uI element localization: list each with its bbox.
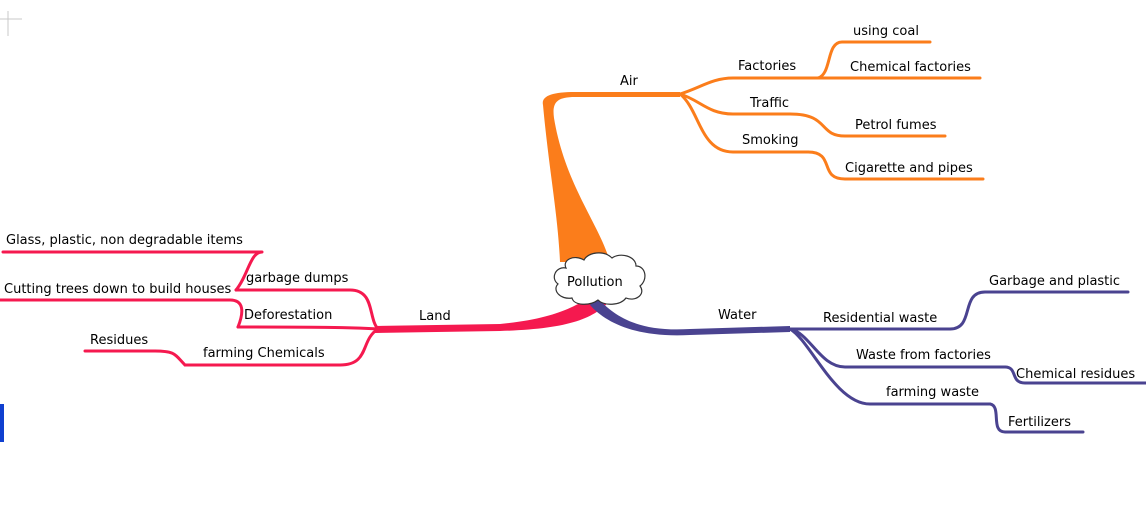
air-cigarette-connector (806, 150, 985, 181)
air-factories-label[interactable]: Factories (738, 59, 796, 74)
air-smoking-connector (678, 92, 810, 154)
land-deforestation-connector (236, 325, 380, 331)
land-farming-chemicals-label[interactable]: farming Chemicals (203, 346, 325, 361)
branch-air[interactable]: Air Factories using coal Chemical factor… (542, 24, 985, 262)
water-fertilizers-label[interactable]: Fertilizers (1008, 415, 1071, 430)
water-label[interactable]: Water (718, 308, 757, 323)
branch-water[interactable]: Water Residential waste Garbage and plas… (590, 274, 1146, 434)
land-residues-label[interactable]: Residues (90, 333, 148, 348)
land-main-stroke (375, 290, 612, 333)
land-farming-chemicals-connector (183, 327, 380, 367)
corner-mark (0, 11, 22, 36)
land-residues-connector (83, 349, 187, 367)
air-cigarette-label[interactable]: Cigarette and pipes (845, 161, 973, 176)
land-deforestation-label[interactable]: Deforestation (244, 308, 332, 323)
land-label[interactable]: Land (419, 309, 451, 324)
water-garbage-plastic-label[interactable]: Garbage and plastic (989, 274, 1120, 289)
water-residential-label[interactable]: Residential waste (823, 311, 937, 326)
air-factories-connector (678, 76, 820, 96)
air-using-coal-label[interactable]: using coal (853, 24, 919, 39)
air-label[interactable]: Air (620, 74, 639, 89)
land-garbage-dumps-label[interactable]: garbage dumps (246, 271, 349, 286)
land-cutting-trees-connector (0, 298, 244, 329)
text-cursor (0, 404, 4, 442)
air-traffic-label[interactable]: Traffic (749, 96, 789, 111)
land-cutting-trees-label[interactable]: Cutting trees down to build houses (4, 282, 231, 297)
branch-land[interactable]: Land garbage dumps Glass, plastic, non d… (0, 233, 612, 367)
land-glass-label[interactable]: Glass, plastic, non degradable items (6, 233, 243, 248)
water-fertilizers-connector (988, 402, 1085, 434)
water-chemical-residues-connector (1003, 365, 1146, 385)
air-chemical-factories-label[interactable]: Chemical factories (850, 60, 971, 75)
air-using-coal-connector (816, 40, 932, 80)
water-farming-connector (788, 327, 992, 406)
land-garbage-dumps-connector (234, 288, 380, 331)
air-main-stroke (542, 92, 680, 262)
center-node[interactable]: Pollution (553, 252, 646, 305)
land-glass-connector (1, 250, 264, 292)
air-smoking-label[interactable]: Smoking (742, 133, 799, 148)
water-farming-label[interactable]: farming waste (886, 385, 979, 400)
center-label[interactable]: Pollution (567, 275, 623, 290)
water-garbage-plastic-connector (948, 290, 1130, 331)
water-factories-connector (788, 327, 1007, 369)
cloud-shape (553, 252, 646, 305)
air-petrol-fumes-connector (788, 112, 947, 138)
water-chemical-residues-label[interactable]: Chemical residues (1016, 367, 1135, 382)
air-petrol-fumes-label[interactable]: Petrol fumes (855, 118, 937, 133)
water-main-stroke (590, 296, 790, 336)
air-traffic-connector (678, 92, 792, 116)
water-factories-label[interactable]: Waste from factories (856, 348, 991, 363)
